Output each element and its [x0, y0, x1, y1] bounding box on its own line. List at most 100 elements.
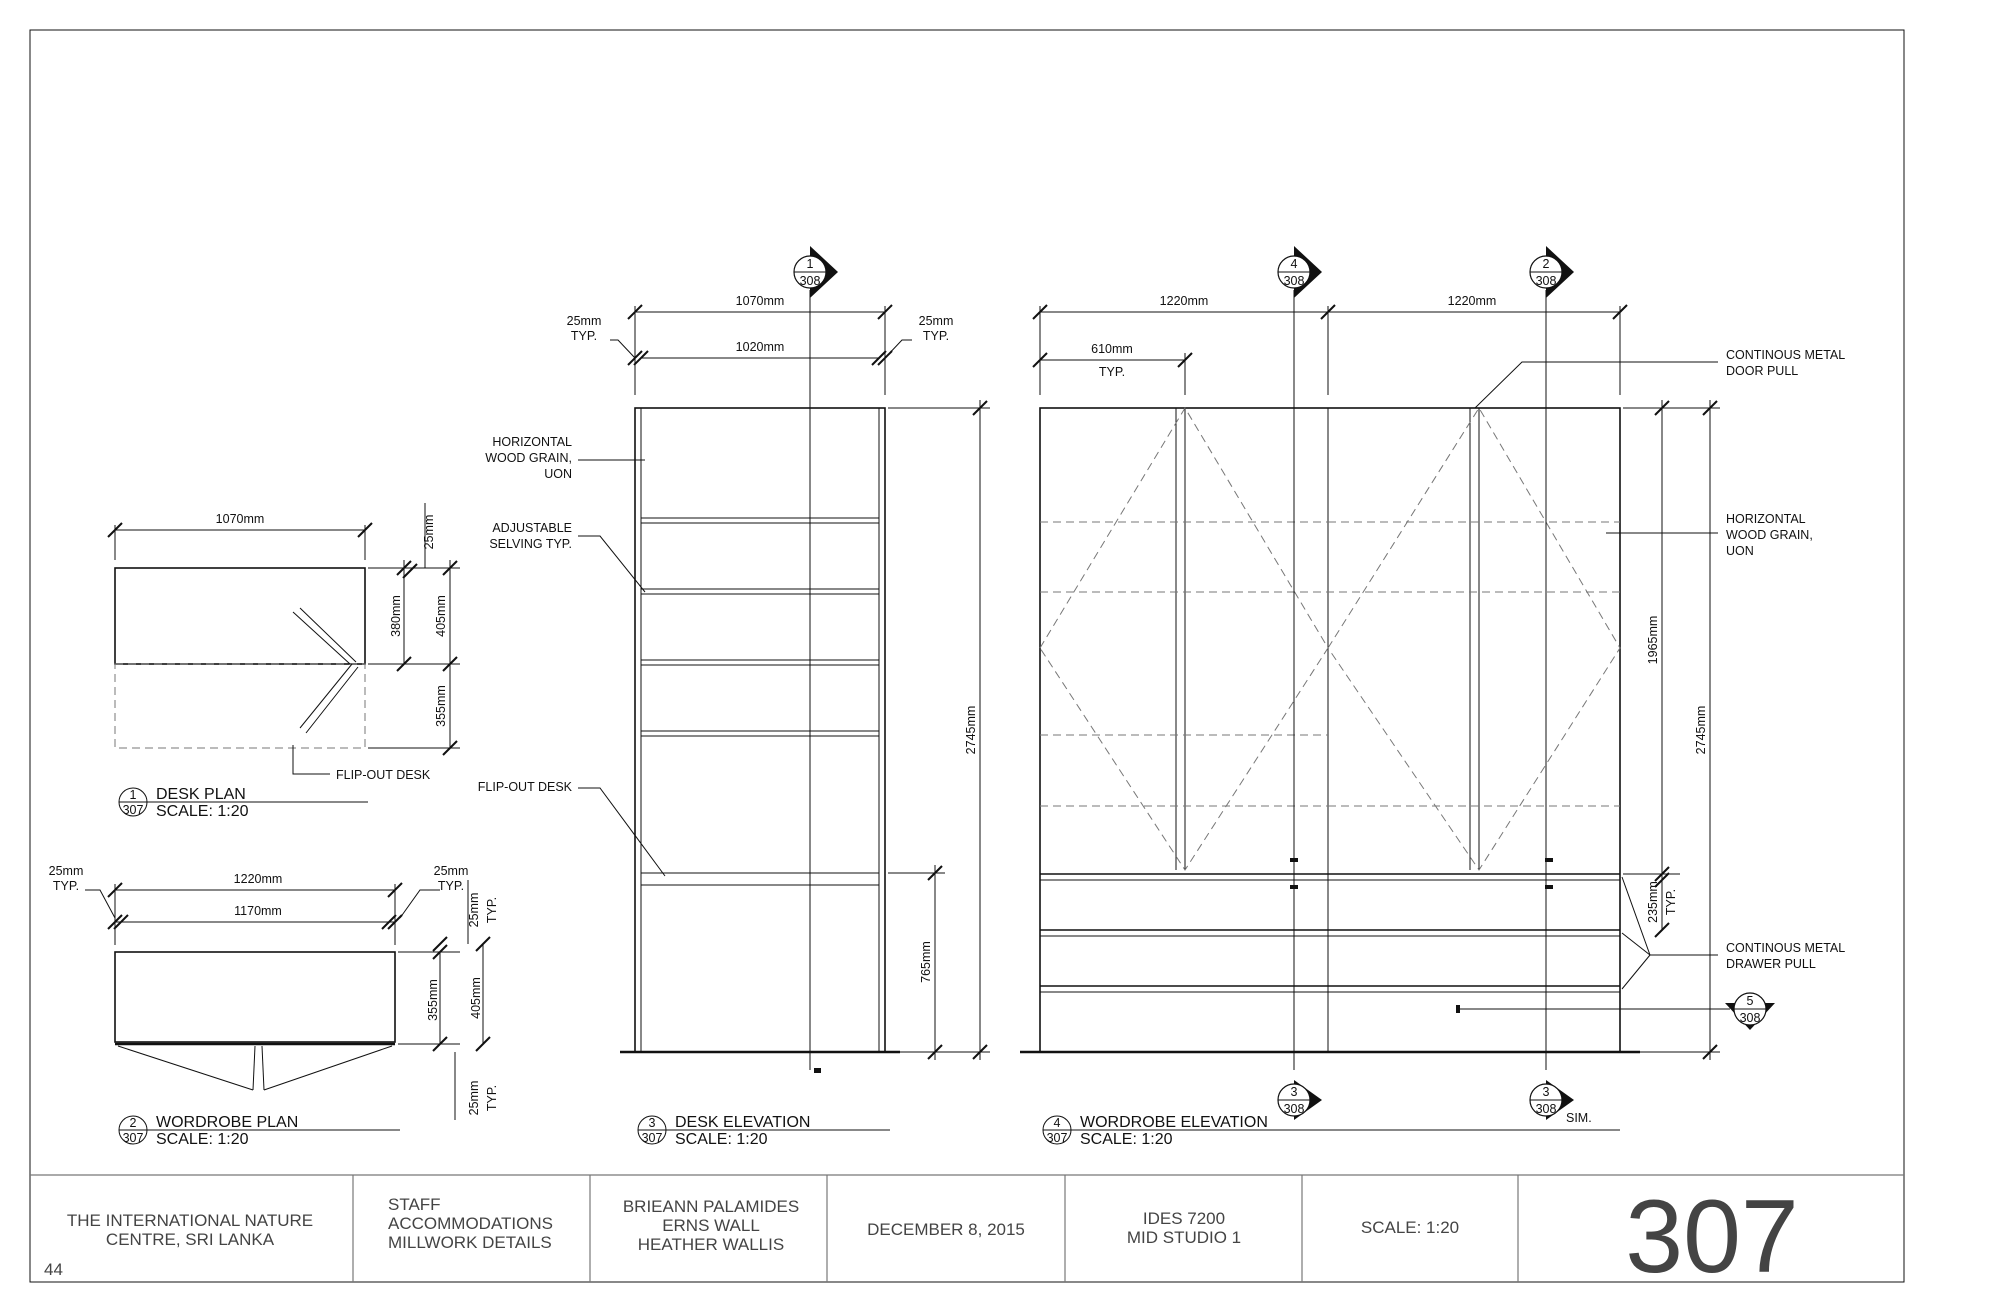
tb-project-line2: CENTRE, SRI LANKA	[106, 1230, 275, 1249]
tb-project-line1: THE INTERNATIONAL NATURE	[67, 1211, 313, 1230]
dim-ward-610: 610mm	[1091, 342, 1133, 356]
dim-wplan-25-left: 25mm	[49, 864, 84, 878]
view-title-wardrobe-elevation: 4 307 WORDROBE ELEVATION SCALE: 1:20	[1042, 1114, 1620, 1148]
dim-wplan-typ-left: TYP.	[53, 879, 79, 893]
svg-text:DESK PLAN: DESK PLAN	[156, 786, 246, 803]
dim-desk-plan-405: 405mm	[434, 595, 448, 637]
svg-text:308: 308	[1536, 274, 1557, 288]
dim-ward-1220-a: 1220mm	[1160, 294, 1209, 308]
dim-wplan-typ-v: TYP.	[485, 897, 499, 923]
note-w-grain-3: UON	[1726, 544, 1754, 558]
tb-scale: SCALE: 1:20	[1361, 1218, 1459, 1237]
note-adj-shelf-2: SELVING TYP.	[489, 537, 572, 551]
desk-shelves	[640, 517, 880, 886]
wardrobe-elev-body	[1039, 407, 1621, 1053]
dim-desk-765: 765mm	[919, 941, 933, 983]
section-marker-bottom-a[interactable]: 3 308	[1277, 1080, 1322, 1120]
note-horiz-grain-2: WOOD GRAIN,	[485, 451, 572, 465]
section-marker-bottom-b[interactable]: 3 308 SIM.	[1529, 1080, 1592, 1125]
dim-desk-2745: 2745mm	[964, 706, 978, 755]
tb-desc-line1: STAFF	[388, 1195, 441, 1214]
desk-plan: 1070mm 25mm 380mm 405mm 355mm FLIP-OUT D…	[107, 503, 460, 820]
tb-author-2: ERNS WALL	[662, 1216, 760, 1235]
svg-text:3: 3	[649, 1116, 656, 1130]
svg-text:308: 308	[1284, 1102, 1305, 1116]
dim-wplan-typ-right: TYP.	[438, 879, 464, 893]
dim-desk-25-right: 25mm	[919, 314, 954, 328]
svg-text:307: 307	[123, 803, 144, 817]
tb-page-number: 44	[44, 1260, 63, 1279]
svg-text:3: 3	[1543, 1085, 1550, 1099]
svg-text:1: 1	[130, 788, 137, 802]
tb-author-3: HEATHER WALLIS	[638, 1235, 784, 1254]
note-adj-shelf-1: ADJUSTABLE	[492, 521, 572, 535]
svg-text:4: 4	[1291, 257, 1298, 271]
desk-elevation: 1070mm 1020mm 25mm TYP. 25mm TYP. 2745mm…	[478, 290, 990, 1148]
tb-course-1: IDES 7200	[1143, 1209, 1225, 1228]
dim-desk-typ-right: TYP.	[923, 329, 949, 343]
view-title-desk-elevation: 3 307 DESK ELEVATION SCALE: 1:20	[637, 1114, 890, 1148]
wardrobe-elevation: 1220mm 1220mm 610mm TYP. 2745mm 1965mm 2…	[1020, 290, 1845, 1148]
note-door-pull-2: DOOR PULL	[1726, 364, 1798, 378]
desk-elev-body	[634, 407, 886, 1053]
note-horiz-grain-1: HORIZONTAL	[492, 435, 572, 449]
wardrobe-plan-outline	[114, 951, 396, 1043]
dim-wplan-1170: 1170mm	[234, 904, 282, 918]
svg-text:3: 3	[1291, 1085, 1298, 1099]
dim-desk-plan-380: 380mm	[389, 595, 403, 637]
svg-text:308: 308	[1536, 1102, 1557, 1116]
desk-plan-outline	[114, 567, 366, 665]
tb-sheet-number: 307	[1625, 1179, 1799, 1294]
svg-text:1: 1	[807, 257, 814, 271]
svg-text:2: 2	[130, 1116, 137, 1130]
dim-desk-25-left: 25mm	[567, 314, 602, 328]
sheet-border	[29, 29, 1905, 1283]
desk-plan-flipout-area	[114, 663, 366, 749]
svg-text:SCALE: 1:20: SCALE: 1:20	[1080, 1131, 1173, 1148]
dim-wplan-typ-bot: TYP.	[485, 1085, 499, 1111]
dim-wplan-355: 355mm	[426, 979, 440, 1021]
svg-text:SCALE: 1:20: SCALE: 1:20	[156, 803, 249, 820]
dim-desk-plan-width: 1070mm	[216, 512, 265, 526]
tb-date: DECEMBER 8, 2015	[867, 1220, 1025, 1239]
section-marker-desk-top[interactable]: 1 308	[793, 246, 838, 298]
svg-text:4: 4	[1054, 1116, 1061, 1130]
dim-wplan-25-right: 25mm	[434, 864, 469, 878]
svg-text:5: 5	[1747, 994, 1754, 1008]
svg-text:308: 308	[800, 274, 821, 288]
dim-desk-1020: 1020mm	[736, 340, 785, 354]
note-drawer-pull-2: DRAWER PULL	[1726, 957, 1816, 971]
dim-ward-1220-b: 1220mm	[1448, 294, 1497, 308]
note-horiz-grain-3: UON	[544, 467, 572, 481]
note-flip-out-elev: FLIP-OUT DESK	[478, 780, 573, 794]
note-flip-out-plan: FLIP-OUT DESK	[336, 768, 431, 782]
dim-ward-1965: 1965mm	[1646, 616, 1660, 665]
section-marker-drawer[interactable]: 5 308	[1725, 992, 1775, 1030]
dim-wplan-1220: 1220mm	[234, 872, 283, 886]
tb-course-2: MID STUDIO 1	[1127, 1228, 1241, 1247]
dim-ward-2745: 2745mm	[1694, 706, 1708, 755]
dim-desk-plan-25: 25mm	[422, 515, 436, 550]
svg-text:2: 2	[1543, 257, 1550, 271]
tb-desc-line3: MILLWORK DETAILS	[388, 1233, 552, 1252]
dim-wplan-405: 405mm	[469, 977, 483, 1019]
note-w-grain-2: WOOD GRAIN,	[1726, 528, 1813, 542]
dim-ward-610-typ: TYP.	[1099, 365, 1125, 379]
tb-desc-line2: ACCOMMODATIONS	[388, 1214, 553, 1233]
dim-desk-1070: 1070mm	[736, 294, 785, 308]
dim-ward-235: 235mm	[1646, 881, 1660, 923]
svg-text:DESK ELEVATION: DESK ELEVATION	[675, 1114, 810, 1131]
svg-text:WORDROBE ELEVATION: WORDROBE ELEVATION	[1080, 1114, 1268, 1131]
dim-ward-235-typ: TYP.	[1664, 889, 1678, 915]
svg-text:SCALE: 1:20: SCALE: 1:20	[675, 1131, 768, 1148]
svg-text:WORDROBE PLAN: WORDROBE PLAN	[156, 1114, 298, 1131]
section-marker-wardrobe-top-a[interactable]: 4 308	[1277, 246, 1322, 298]
note-door-pull-1: CONTINOUS METAL	[1726, 348, 1845, 362]
wardrobe-plan: 1220mm 1170mm 25mm TYP. 25mm TYP. 355mm …	[49, 864, 499, 1148]
view-title-wardrobe-plan: 2 307 WORDROBE PLAN SCALE: 1:20	[118, 1114, 400, 1148]
section-marker-wardrobe-top-b[interactable]: 2 308	[1529, 246, 1574, 298]
title-block: THE INTERNATIONAL NATURE CENTRE, SRI LAN…	[30, 1174, 1904, 1294]
dim-desk-plan-355: 355mm	[434, 685, 448, 727]
section-marker-sim: SIM.	[1566, 1111, 1592, 1125]
